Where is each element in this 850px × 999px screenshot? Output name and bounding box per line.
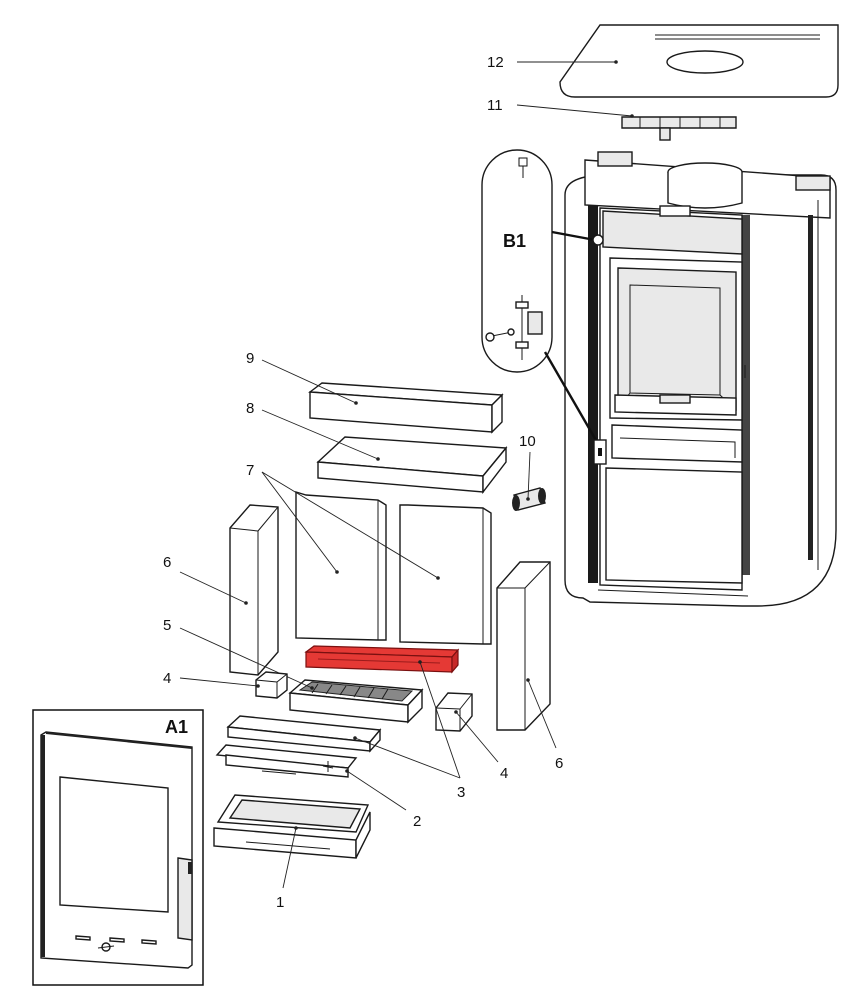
label-b1: B1: [503, 231, 526, 251]
label-5: 5: [163, 617, 171, 634]
part-9-baffle[interactable]: [308, 382, 504, 434]
callout-3: 3: [353, 660, 465, 801]
part-1-ash-pan[interactable]: [213, 794, 371, 859]
label-4-left: 4: [163, 670, 171, 687]
part-7-back-bricks[interactable]: [295, 491, 492, 645]
label-8: 8: [246, 400, 254, 417]
callout-8: 8: [246, 400, 380, 461]
callout-7: 7: [246, 462, 440, 580]
part-2-ash-lid[interactable]: [215, 744, 358, 778]
label-2: 2: [413, 813, 421, 830]
a1-door[interactable]: [40, 731, 193, 969]
callout-2: 2: [345, 769, 421, 830]
part-6-left-side-brick[interactable]: [229, 504, 279, 676]
callout-4-right: 4: [454, 710, 508, 782]
part-4-left-block[interactable]: [255, 671, 288, 699]
label-11: 11: [487, 97, 503, 114]
part-4-right-block[interactable]: [435, 692, 473, 732]
label-7: 7: [246, 462, 254, 479]
label-a1: A1: [165, 717, 188, 737]
callout-12: 12: [487, 54, 618, 71]
part-11-top-bracket[interactable]: [621, 116, 737, 141]
stove-body[interactable]: [564, 151, 837, 607]
label-3: 3: [457, 784, 465, 801]
detail-b1: B1: [481, 149, 607, 465]
callout-5: 5: [163, 617, 314, 690]
callout-6-right: 6: [526, 678, 563, 772]
label-9: 9: [246, 350, 254, 367]
part-3-front-bar[interactable]: [226, 715, 382, 753]
callout-11: 11: [487, 97, 634, 118]
part-12-top-plate[interactable]: [559, 24, 839, 98]
label-4-right: 4: [500, 765, 508, 782]
callout-9: 9: [246, 350, 358, 405]
callout-1: 1: [276, 826, 298, 911]
label-10: 10: [519, 433, 536, 450]
callout-6-left: 6: [163, 554, 248, 605]
callout-4-left: 4: [163, 670, 260, 688]
label-12: 12: [487, 54, 504, 71]
callout-10: 10: [519, 433, 536, 501]
part-6-right-side-brick[interactable]: [496, 561, 551, 731]
label-6-left: 6: [163, 554, 171, 571]
part-5-grate[interactable]: [288, 679, 424, 724]
label-6-right: 6: [555, 755, 563, 772]
label-1: 1: [276, 894, 284, 911]
part-3-highlighted-brick[interactable]: [304, 645, 460, 674]
part-8-baffle-plate[interactable]: [316, 436, 508, 495]
